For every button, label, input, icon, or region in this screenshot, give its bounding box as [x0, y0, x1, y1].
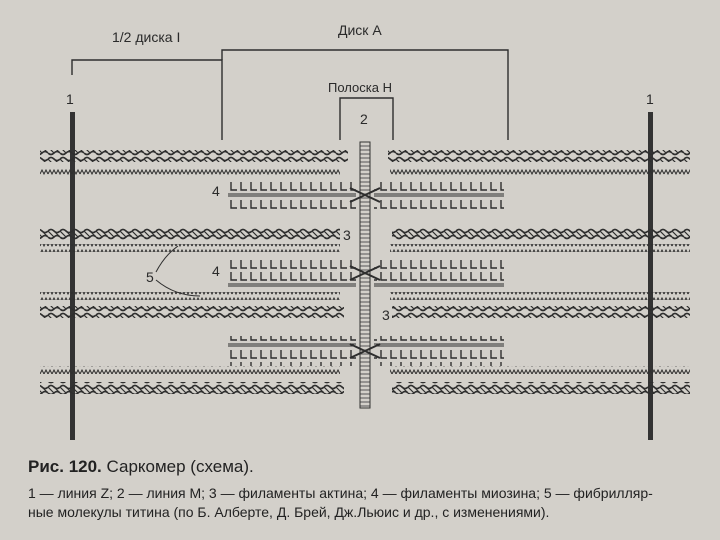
titin-molecule	[40, 168, 340, 176]
caption-figure-number: Рис. 120.	[28, 457, 102, 476]
titin-molecule	[390, 292, 690, 300]
myosin-number-4b: 4	[212, 263, 220, 279]
titin-molecule	[390, 244, 690, 252]
caption-figure-title: Саркомер (схема).	[107, 457, 254, 476]
titin-number-5: 5	[146, 269, 154, 285]
half-disk-i-bracket	[72, 60, 222, 140]
actin-number-3a: 3	[343, 227, 351, 243]
titin-molecule	[390, 168, 690, 176]
myosin-filament	[228, 258, 356, 288]
actin-filament	[388, 150, 690, 162]
myosin-number-4a: 4	[212, 183, 220, 199]
myosin-filament	[374, 336, 504, 366]
myosin-filament	[374, 258, 504, 288]
myosin-filament	[228, 180, 356, 210]
myosin-filament	[374, 180, 504, 210]
figure-caption: Рис. 120. Саркомер (схема). 1 — линия Z;…	[28, 456, 708, 522]
actin-filament	[40, 228, 340, 240]
caption-legend-line: ные молекулы титина (по Б. Алберте, Д. Б…	[28, 503, 708, 522]
sarcomere-diagram: 1/2 диска I Диск А Полоска H 1 1 2	[0, 0, 720, 450]
caption-legend: 1 — линия Z; 2 — линия М; 3 — филаменты …	[28, 484, 708, 522]
actin-filament	[40, 150, 348, 162]
disk-a-label: Диск А	[338, 22, 382, 38]
titin-molecule	[390, 366, 690, 374]
myosin-filament	[228, 336, 356, 366]
actin-filament	[392, 228, 690, 240]
caption-legend-line: 1 — линия Z; 2 — линия М; 3 — филаменты …	[28, 484, 708, 503]
titin-molecule	[40, 244, 340, 252]
titin-molecule	[40, 366, 340, 374]
z-line-left-number: 1	[66, 91, 74, 107]
m-line-number: 2	[360, 111, 368, 127]
actin-filament	[40, 382, 344, 394]
actin-number-3b: 3	[382, 307, 390, 323]
actin-filament	[392, 306, 690, 318]
caption-title: Рис. 120. Саркомер (схема).	[28, 456, 708, 478]
h-band-label: Полоска H	[328, 80, 392, 95]
z-line-right-number: 1	[646, 91, 654, 107]
titin-molecule	[40, 292, 340, 300]
actin-filament	[392, 382, 690, 394]
half-disk-i-label: 1/2 диска I	[112, 29, 180, 45]
actin-filament	[40, 306, 344, 318]
